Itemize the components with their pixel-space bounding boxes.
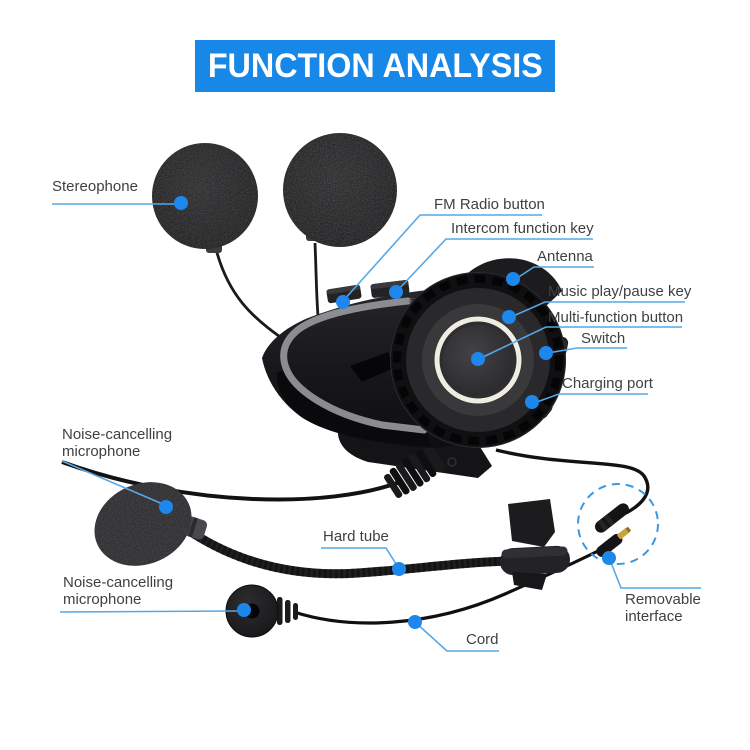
page-title: FUNCTION ANALYSIS xyxy=(207,46,543,85)
dot-hard-tube xyxy=(392,562,406,576)
dot-noise-mic-top xyxy=(159,500,173,514)
label-charging-port-text: Charging port xyxy=(562,375,653,392)
label-noise-mic-bottom: Noise-cancelling microphone xyxy=(63,574,174,608)
mounting-clip xyxy=(499,499,570,590)
callout-line-multi-function xyxy=(480,326,682,359)
callout-line-noise-mic-bottom xyxy=(59,610,241,613)
dot-removable xyxy=(602,551,616,565)
label-cord: Cord xyxy=(466,631,499,649)
dot-antenna xyxy=(506,272,520,286)
callout-line-charging xyxy=(533,393,648,404)
dot-intercom xyxy=(389,285,403,299)
label-fm-radio-text: FM Radio button xyxy=(434,196,545,213)
dot-cord xyxy=(408,615,422,629)
boom-microphone xyxy=(94,482,208,566)
unit-to-boom-cable xyxy=(61,460,401,502)
stereophone-speakers xyxy=(152,133,397,253)
removable-interface-connectors xyxy=(577,483,659,565)
dot-music xyxy=(502,310,516,324)
hard-tube xyxy=(189,529,525,579)
callout-line-removable xyxy=(609,559,701,589)
dashed-highlight-circle xyxy=(577,483,659,565)
dot-charging xyxy=(525,395,539,409)
callout-lines xyxy=(52,203,701,652)
callout-line-noise-mic-top xyxy=(61,460,166,506)
cord-cable xyxy=(293,548,601,625)
gold-jack-tip xyxy=(617,526,632,540)
label-charging-port: Charging port xyxy=(562,375,653,393)
label-removable-line2: interface xyxy=(625,607,683,625)
label-music: Music play/pause key xyxy=(548,283,692,301)
callout-dots xyxy=(159,196,616,629)
vent-window xyxy=(350,352,394,382)
label-stereophone-text: Stereophone xyxy=(52,178,138,195)
dial-white-ring xyxy=(434,316,522,404)
main-control-unit xyxy=(262,258,569,448)
label-music-text: Music play/pause key xyxy=(548,283,692,300)
accent-stripe xyxy=(280,297,428,434)
label-stereophone: Stereophone xyxy=(52,178,138,196)
label-fm-radio: FM Radio button xyxy=(434,196,545,214)
dot-multi-function xyxy=(471,352,485,366)
label-multi-function: Multi-function button xyxy=(548,309,684,327)
label-intercom: Intercom function key xyxy=(451,220,594,238)
connector-cable xyxy=(495,448,650,515)
callout-line-cord xyxy=(415,622,499,652)
male-jack xyxy=(596,533,623,557)
dot-stereophone xyxy=(174,196,188,210)
callout-line-fm-radio xyxy=(342,214,542,302)
label-removable-line1: Removable xyxy=(625,591,701,608)
label-cord-text: Cord xyxy=(466,631,499,648)
callout-line-hard-tube xyxy=(321,547,399,568)
strain-relief xyxy=(384,445,446,499)
label-switch: Switch xyxy=(581,330,626,348)
label-noise-mic-bottom-line2: microphone xyxy=(63,590,142,608)
left-speaker xyxy=(152,143,258,253)
banner: FUNCTION ANALYSIS xyxy=(195,40,555,92)
label-antenna-text: Antenna xyxy=(537,248,593,265)
female-connector xyxy=(594,503,630,533)
callout-line-switch xyxy=(547,347,627,354)
label-antenna: Antenna xyxy=(537,248,593,266)
dot-noise-mic-bottom xyxy=(237,603,251,617)
label-noise-mic-bottom-line1: Noise-cancelling xyxy=(63,574,174,591)
callout-line-antenna xyxy=(513,266,594,281)
label-noise-mic-top-line2: microphone xyxy=(62,442,141,460)
label-switch-text: Switch xyxy=(581,330,626,347)
label-noise-mic-top: Noise-cancelling microphone xyxy=(62,426,173,460)
callout-line-music xyxy=(510,301,685,318)
boom-mic-foam xyxy=(94,482,192,566)
right-speaker xyxy=(283,133,397,247)
label-multi-function-text: Multi-function button xyxy=(548,309,684,326)
label-hard-tube: Hard tube xyxy=(323,528,389,546)
label-intercom-text: Intercom function key xyxy=(451,220,594,237)
label-noise-mic-top-line1: Noise-cancelling xyxy=(62,426,173,443)
label-hard-tube-text: Hard tube xyxy=(323,528,389,545)
callout-line-intercom xyxy=(396,238,593,292)
dot-fm-radio xyxy=(336,295,350,309)
label-removable-interface: Removable interface xyxy=(625,591,701,625)
dot-switch xyxy=(539,346,553,360)
